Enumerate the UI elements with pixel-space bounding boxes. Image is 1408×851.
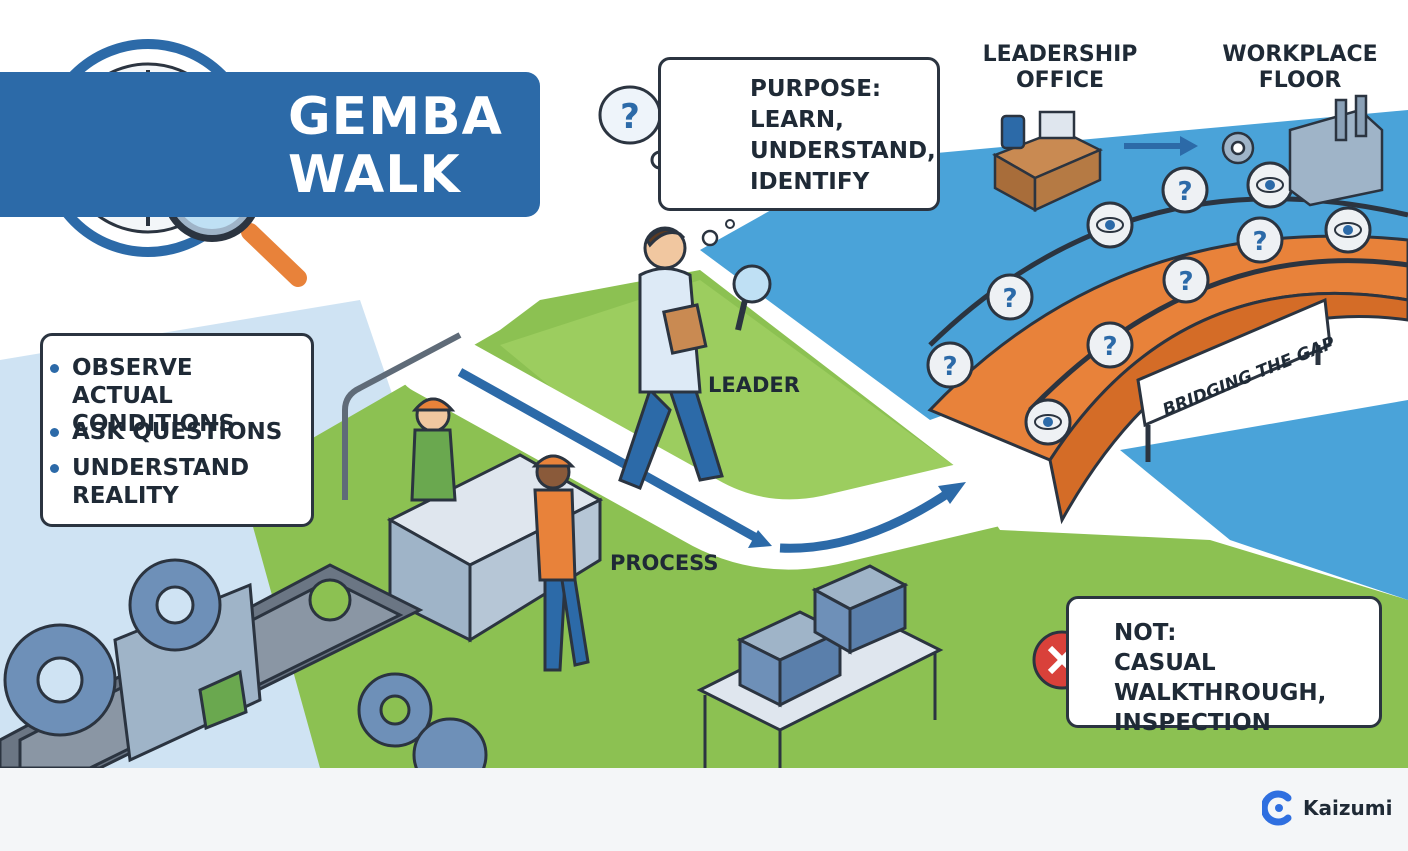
not-card (1066, 596, 1382, 728)
svg-text:?: ? (1252, 227, 1267, 257)
purpose-line-1: LEARN, (750, 107, 844, 133)
workplace-floor-label: WORKPLACE FLOOR (1222, 42, 1378, 93)
office-desk (992, 110, 1103, 213)
svg-text:?: ? (620, 97, 640, 137)
process-label: PROCESS (610, 551, 719, 575)
leadership-office-label: LEADERSHIP OFFICE (982, 42, 1138, 93)
bullet-icon (50, 364, 59, 373)
svg-text:?: ? (1002, 284, 1017, 314)
bullet-icon (50, 428, 59, 437)
svg-text:?: ? (1178, 267, 1193, 297)
bullet-icon (50, 464, 59, 473)
kaizumi-logo-icon (1262, 790, 1292, 826)
action-item: ASK QUESTIONS (50, 418, 292, 446)
action-item: UNDERSTAND REALITY (50, 454, 292, 510)
title-line-2: WALK (288, 145, 461, 205)
purpose-text: PURPOSE: LEARN, UNDERSTAND, IDENTIFY (750, 74, 936, 198)
action-item: OBSERVE ACTUAL CONDITIONS (50, 354, 292, 438)
question-mark-icon (1161, 166, 1209, 214)
svg-text:?: ? (1177, 177, 1192, 207)
svg-text:?: ? (1102, 332, 1117, 362)
bridge-sign (1136, 297, 1332, 428)
svg-text:?: ? (942, 352, 957, 382)
page-title: GEMBA WALK (288, 88, 503, 204)
title-banner (0, 72, 540, 217)
not-line-1: CASUAL WALKTHROUGH, (1114, 650, 1327, 706)
purpose-card (658, 57, 940, 211)
actions-card (40, 333, 314, 527)
not-line-2: INSPECTION (1114, 710, 1271, 736)
question-mark-icon (1162, 256, 1210, 304)
conveyor (0, 563, 424, 770)
boxes-table (696, 564, 944, 768)
leader-figure (618, 226, 772, 490)
leader-label: LEADER (708, 373, 800, 397)
question-mark-icon (1086, 321, 1134, 369)
question-mark-icon (926, 341, 974, 389)
footer (0, 768, 1408, 851)
purpose-heading: PURPOSE: (750, 76, 882, 102)
path-arrow-1 (457, 368, 763, 544)
title-line-1: GEMBA (288, 87, 503, 147)
not-text: NOT: CASUAL WALKTHROUGH, INSPECTION (1114, 618, 1374, 738)
question-mark-icon (1236, 216, 1284, 264)
brand-name: Kaizumi (1303, 796, 1393, 820)
gear-icon (3, 558, 488, 793)
purpose-line-3: IDENTIFY (750, 169, 870, 195)
factory-icon (1221, 94, 1384, 207)
path-arrow-2 (779, 488, 953, 553)
purpose-line-2: UNDERSTAND, (750, 138, 936, 164)
not-heading: NOT: (1114, 620, 1177, 646)
question-mark-icon (986, 273, 1034, 321)
